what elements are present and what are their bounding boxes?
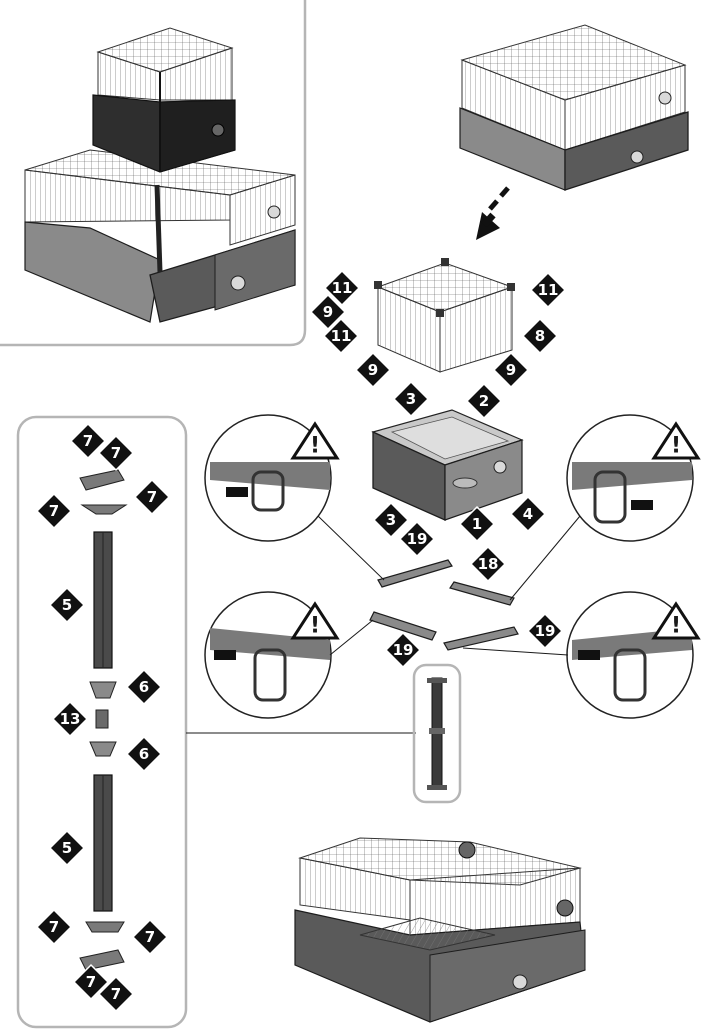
badge: 9 <box>309 293 347 331</box>
badge-label: 11 <box>332 279 353 297</box>
assembled-cage <box>294 837 586 1023</box>
badge-label: 8 <box>535 327 545 345</box>
badge: 7 <box>97 975 135 1013</box>
badge: 3 <box>392 380 430 418</box>
door-port-icon <box>211 123 225 137</box>
badge-label: 7 <box>111 444 121 462</box>
badge-label: 5 <box>62 596 72 614</box>
badge: 11 <box>529 271 567 309</box>
pole-icon <box>412 663 462 804</box>
badge: 7 <box>69 422 107 460</box>
badge-label: 3 <box>406 390 416 408</box>
warning-triangle-icon: ! <box>651 421 701 460</box>
warning-text: ! <box>671 614 681 639</box>
badge: 4 <box>509 495 547 533</box>
detail-circle-bottom-right <box>462 591 694 719</box>
badge: 19 <box>526 612 564 650</box>
badge: 5 <box>48 829 86 867</box>
badge: 7 <box>35 492 73 530</box>
badge: 9 <box>354 351 392 389</box>
badge: 13 <box>51 700 89 738</box>
badge: 7 <box>35 908 73 946</box>
badge-label: 7 <box>147 488 157 506</box>
badge-label: 19 <box>407 530 428 548</box>
warning-triangle-icon: ! <box>651 601 701 640</box>
badge-label: 7 <box>83 432 93 450</box>
badge: 1 <box>458 505 496 543</box>
badge: 7 <box>72 963 110 1001</box>
badge-label: 4 <box>523 505 533 523</box>
badge: 19 <box>384 631 422 669</box>
badge-label: 9 <box>506 361 516 379</box>
badge-label: 7 <box>49 918 59 936</box>
badge: 7 <box>131 918 169 956</box>
overview-panel-border <box>0 0 307 347</box>
door-port-icon <box>267 205 281 219</box>
badge: 9 <box>492 351 530 389</box>
badge-label: 13 <box>60 710 81 728</box>
overview-panel <box>0 0 307 347</box>
badge: 6 <box>125 735 163 773</box>
badge: 3 <box>372 501 410 539</box>
warning-triangle-icon: ! <box>290 601 340 640</box>
part-number-badges: 11 11 9 11 8 9 9 3 2 4 3 1 19 18 19 19 7… <box>35 269 567 1013</box>
support-pole <box>154 184 163 273</box>
door-port-icon <box>230 275 246 291</box>
badge-label: 1 <box>472 515 482 533</box>
badge-label: 5 <box>62 839 72 857</box>
badge: 18 <box>469 545 507 583</box>
warning-text: ! <box>671 434 681 459</box>
badge: 19 <box>398 520 436 558</box>
badge-label: 18 <box>478 555 499 573</box>
badge-label: 11 <box>331 327 352 345</box>
pole-parts-panel-border <box>16 415 188 1029</box>
badge: 2 <box>465 382 503 420</box>
badge: 7 <box>97 434 135 472</box>
badge-label: 19 <box>393 641 414 659</box>
badge: 11 <box>322 317 360 355</box>
mesh-lid <box>374 258 515 373</box>
badge: 7 <box>133 478 171 516</box>
warning-triangle-icon: ! <box>290 421 340 460</box>
badge-label: 9 <box>368 361 378 379</box>
badge-label: 2 <box>479 392 489 410</box>
warning-text: ! <box>310 434 320 459</box>
door-port-icon <box>658 91 672 105</box>
warning-text: ! <box>310 614 320 639</box>
badge-label: 7 <box>49 502 59 520</box>
badge-label: 6 <box>139 678 149 696</box>
pole-parts-panel <box>16 415 416 1029</box>
door-port-icon <box>630 150 644 164</box>
badge-label: 7 <box>86 973 96 991</box>
badge-label: 7 <box>111 985 121 1003</box>
badge: 5 <box>48 586 86 624</box>
upper-cage <box>92 27 236 173</box>
badge: 6 <box>125 668 163 706</box>
badge-label: 19 <box>535 622 556 640</box>
badge-label: 6 <box>139 745 149 763</box>
badge: 8 <box>521 317 559 355</box>
badge-label: 7 <box>145 928 155 946</box>
detail-circle-bottom-left <box>204 591 374 719</box>
finished-cage-top <box>459 24 689 191</box>
badge: 11 <box>323 269 361 307</box>
arrow-down-left-icon <box>476 186 510 240</box>
badge-label: 11 <box>538 281 559 299</box>
lower-cage <box>24 149 296 323</box>
clip-parts <box>369 559 519 651</box>
badge-label: 3 <box>386 511 396 529</box>
detail-circle-top-left <box>204 414 385 581</box>
base-tray <box>371 409 524 522</box>
badge-label: 9 <box>323 303 333 321</box>
